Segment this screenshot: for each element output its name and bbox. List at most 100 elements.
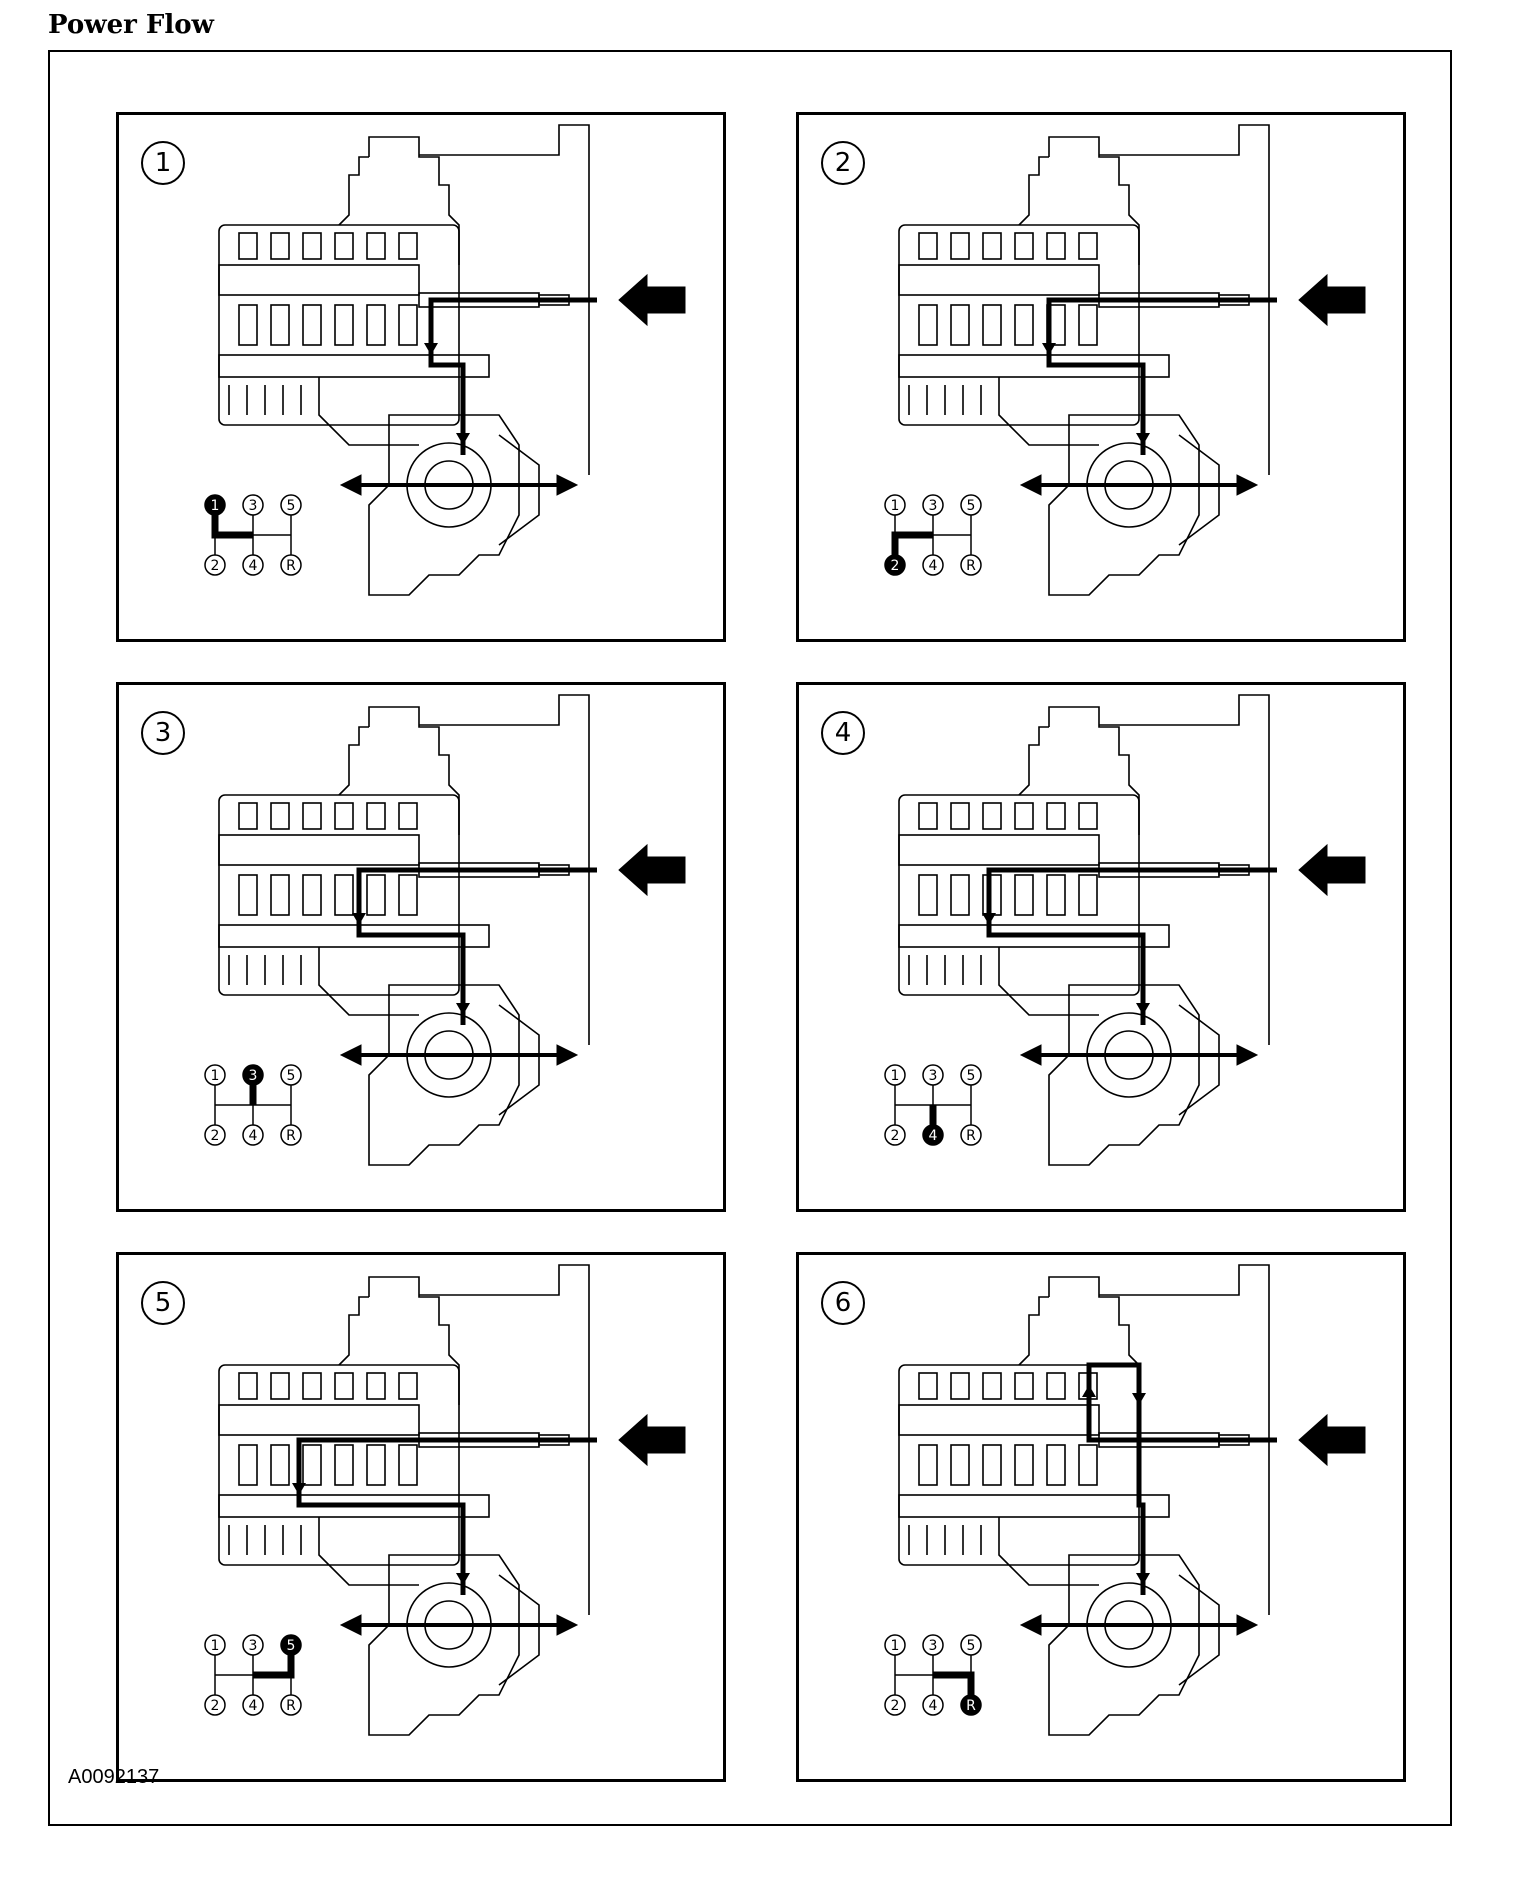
upper-housing xyxy=(1048,706,1140,835)
gear xyxy=(1078,802,1098,830)
gear-label-4: 4 xyxy=(929,1698,938,1714)
gear xyxy=(1014,1444,1034,1486)
gear xyxy=(918,304,938,346)
upper-housing xyxy=(368,706,460,835)
gearbox-outline xyxy=(218,694,590,1166)
gear-label-4: 4 xyxy=(249,1698,258,1714)
gear xyxy=(398,802,418,830)
gear-label-3: 3 xyxy=(929,498,938,514)
gear-label-2: 2 xyxy=(891,558,900,574)
differential-housing xyxy=(1048,414,1200,596)
gear-node-3 xyxy=(242,494,264,516)
power-flow-arrowhead xyxy=(456,1003,470,1015)
axle-output-arrows xyxy=(339,1044,579,1066)
gear-node-2 xyxy=(884,1694,906,1716)
main-shaft xyxy=(898,834,1100,866)
panel-number: 5 xyxy=(141,1281,185,1325)
axle-arrow-right xyxy=(556,1614,579,1636)
axle-arrow-right xyxy=(1236,1614,1259,1636)
lower-case xyxy=(998,377,1099,446)
gear xyxy=(270,874,290,916)
gear-label-5: 5 xyxy=(287,1638,296,1654)
gear xyxy=(366,802,386,830)
gear-label-5: 5 xyxy=(967,498,976,514)
axle-arrow-right xyxy=(1236,1044,1259,1066)
gear xyxy=(302,802,322,830)
axle-arrow-right xyxy=(1236,474,1259,496)
gear xyxy=(398,304,418,346)
gear-label-R: R xyxy=(286,1128,296,1144)
power-flow-arrowhead xyxy=(1136,1003,1150,1015)
counter-shaft xyxy=(898,354,1170,378)
gear xyxy=(366,1372,386,1400)
gear xyxy=(1078,874,1098,916)
gear-node-R xyxy=(280,1124,302,1146)
gear xyxy=(270,1372,290,1400)
gear-node-1 xyxy=(884,494,906,516)
gear xyxy=(918,874,938,916)
gear-label-1: 1 xyxy=(211,1638,220,1654)
bell-housing xyxy=(1099,1264,1270,1615)
axle-arrow-right xyxy=(556,474,579,496)
main-case xyxy=(898,794,1140,996)
gear-label-R: R xyxy=(286,558,296,574)
gear xyxy=(950,874,970,916)
axle-arrow-left xyxy=(1019,1044,1042,1066)
input-arrow xyxy=(618,843,686,897)
gear-node-5 xyxy=(960,494,982,516)
ring-gear xyxy=(1178,1004,1220,1116)
gear-label-4: 4 xyxy=(929,1128,938,1144)
gear-label-1: 1 xyxy=(211,1068,220,1084)
gear-label-2: 2 xyxy=(211,558,220,574)
gear xyxy=(270,1444,290,1486)
input-arrow xyxy=(1298,843,1366,897)
gear xyxy=(238,232,258,260)
gear xyxy=(1078,232,1098,260)
gear-node-3 xyxy=(242,1634,264,1656)
gear-label-4: 4 xyxy=(249,558,258,574)
counter-shaft xyxy=(898,924,1170,948)
gear-node-4 xyxy=(922,554,944,576)
gear xyxy=(1014,802,1034,830)
gear xyxy=(1046,1372,1066,1400)
lower-case xyxy=(998,1517,1099,1586)
upper-housing xyxy=(368,1276,460,1405)
power-flow-arrowhead xyxy=(352,913,366,925)
upper-housing xyxy=(338,726,369,796)
gear-label-1: 1 xyxy=(891,498,900,514)
gear-node-R xyxy=(280,1694,302,1716)
gear xyxy=(302,304,322,346)
gear-node-R xyxy=(960,554,982,576)
gear xyxy=(1014,1372,1034,1400)
gear-label-4: 4 xyxy=(249,1128,258,1144)
gearbox-outline xyxy=(218,124,590,596)
gear xyxy=(1046,232,1066,260)
gear xyxy=(1078,1444,1098,1486)
gear xyxy=(270,232,290,260)
gearbox-outline xyxy=(898,1264,1270,1736)
gear xyxy=(1014,232,1034,260)
lower-case xyxy=(318,377,419,446)
gear-node-3 xyxy=(242,1064,264,1086)
ring-gear xyxy=(1178,434,1220,546)
differential-housing xyxy=(368,1554,520,1736)
axle-output-arrows xyxy=(1019,474,1259,496)
counter-shaft xyxy=(218,1494,490,1518)
gear xyxy=(366,232,386,260)
gear-node-3 xyxy=(922,1064,944,1086)
gear xyxy=(982,874,1002,916)
gear-node-1 xyxy=(204,494,226,516)
gear-node-5 xyxy=(280,1064,302,1086)
gear-node-4 xyxy=(922,1124,944,1146)
gear-node-5 xyxy=(280,1634,302,1656)
gear-node-4 xyxy=(922,1694,944,1716)
